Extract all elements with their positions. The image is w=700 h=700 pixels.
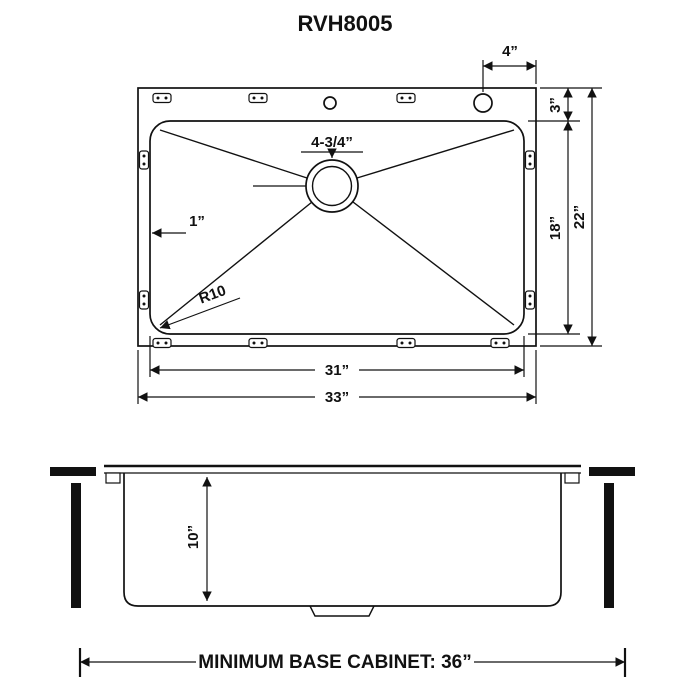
dim-bowl-front-to-back: 18” — [547, 216, 564, 240]
mounting-clip — [138, 150, 150, 170]
top-view-dimensions: 4” 3” 18” 22” 4-3/4” 1” R10 31” — [137, 43, 602, 406]
page-title: RVH8005 — [298, 11, 393, 36]
mounting-clip — [248, 337, 268, 349]
minimum-base-cabinet-label: MINIMUM BASE CABINET: 36” — [198, 652, 471, 673]
sink-bowl — [149, 120, 525, 335]
cabinet-wall-right — [604, 483, 614, 608]
countertop-right — [589, 467, 635, 476]
mounting-clip — [524, 290, 536, 310]
faucet-hole — [473, 93, 493, 113]
rim-tab-left — [105, 472, 121, 484]
sink-outer-rim — [137, 87, 537, 347]
mounting-clip — [152, 92, 172, 104]
dim-faucet-offset: 4” — [502, 43, 518, 60]
dim-bowl-width: 31” — [325, 362, 349, 379]
cabinet-wall-left — [71, 483, 81, 608]
mounting-clip — [396, 92, 416, 104]
mounting-clip — [490, 337, 510, 349]
dim-overall-front-to-back: 22” — [571, 205, 588, 229]
deck-center-hole — [323, 96, 337, 110]
mounting-clip — [524, 150, 536, 170]
slope-line-tl — [159, 129, 308, 179]
drain-inner-circle — [311, 165, 353, 207]
countertop-left — [50, 467, 96, 476]
dim-rim-width: 1” — [189, 213, 205, 230]
bowl-profile — [123, 473, 562, 607]
base-cabinet-dimension: MINIMUM BASE CABINET: 36” — [78, 648, 627, 677]
drain-fitting — [309, 605, 375, 617]
mounting-clip — [152, 337, 172, 349]
mounting-clip — [396, 337, 416, 349]
rim-tab-right — [564, 472, 580, 484]
slope-line-br — [352, 201, 515, 326]
mounting-clip — [138, 290, 150, 310]
dim-overall-width: 33” — [325, 389, 349, 406]
dim-bowl-height: 10” — [185, 525, 202, 549]
dim-deck-depth: 3” — [547, 97, 564, 113]
slope-line-tr — [356, 129, 515, 179]
side-view: 10” — [50, 464, 635, 617]
slope-line-bl — [159, 201, 313, 326]
dim-drain-diameter: 4-3/4” — [311, 134, 353, 151]
drain-outer-circle — [305, 159, 359, 213]
top-view — [137, 87, 537, 349]
mounting-clip — [248, 92, 268, 104]
